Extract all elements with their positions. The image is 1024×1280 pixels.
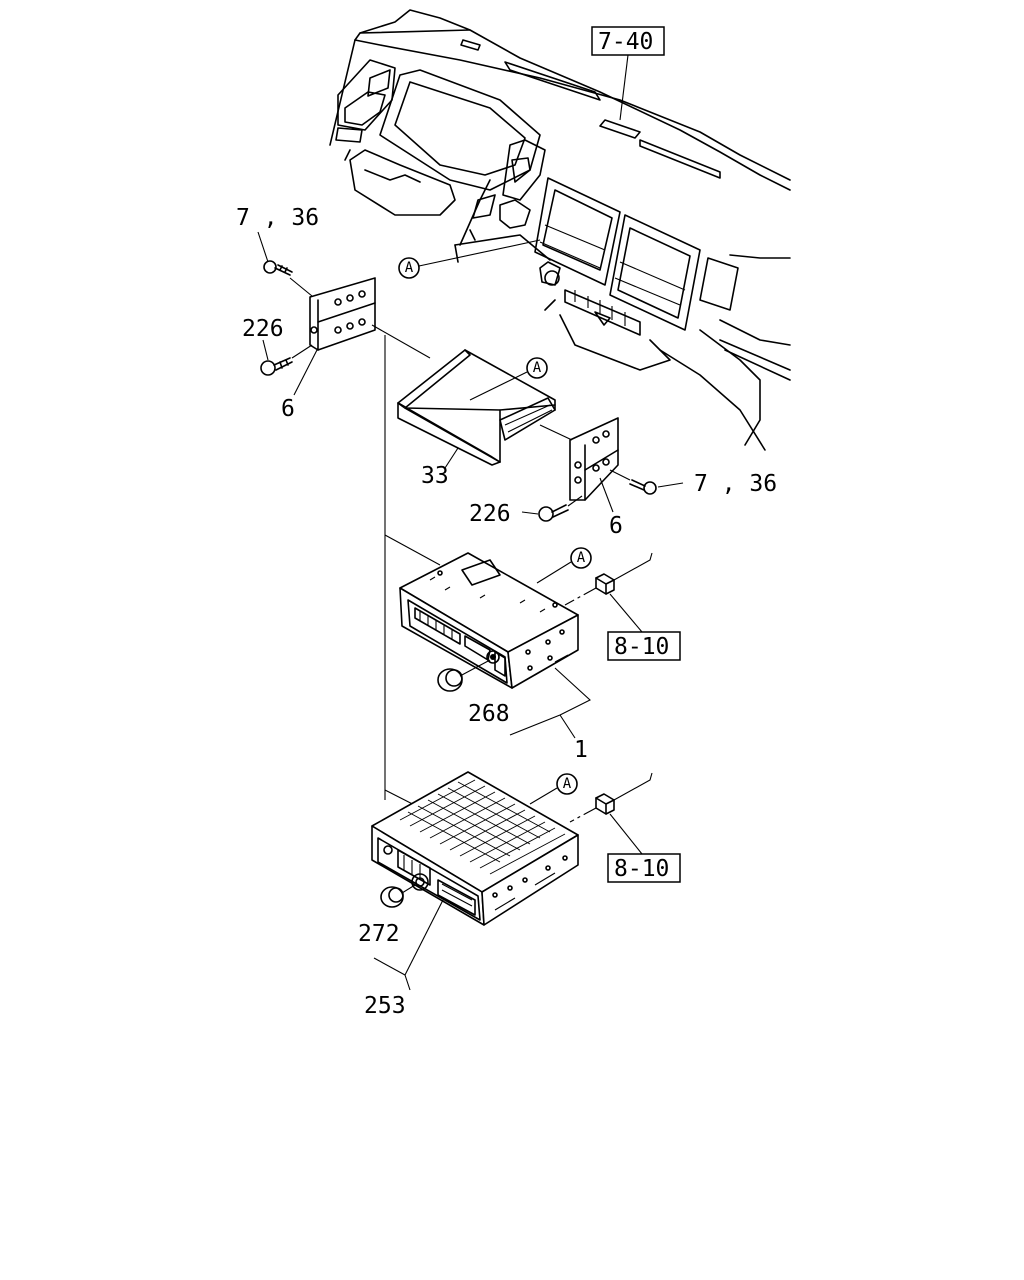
callout-1: 1: [574, 737, 588, 763]
cd-unit: [371, 771, 579, 926]
svg-text:A: A: [533, 360, 542, 376]
circle-a-radio: A: [570, 547, 592, 569]
dash-radio-connector: [564, 587, 597, 606]
leader-253-right: [404, 899, 444, 976]
knob-272: [380, 886, 404, 908]
screw-7-36-right: [629, 479, 657, 495]
leader-screw-right: [657, 482, 684, 488]
svg-text:A: A: [577, 550, 586, 566]
leader-bolt-right-bracket: [567, 495, 583, 507]
ref-box-8-10-top: [607, 631, 681, 661]
ref-box-7-40: [591, 26, 665, 56]
leader-8-10-bottom: [609, 813, 643, 855]
bolt-226-left: [260, 357, 293, 376]
leader-a-trim: [469, 371, 528, 401]
svg-text:A: A: [405, 260, 414, 276]
circle-a-dash: A: [398, 257, 420, 279]
circle-a-cd: A: [556, 773, 578, 795]
circle-a-trim: A: [526, 357, 548, 379]
callout-7-36-left: 7 , 36: [236, 205, 319, 231]
leader-knob-272-axis: [401, 884, 416, 894]
callout-272: 272: [358, 921, 400, 947]
callout-226-left: 226: [242, 316, 284, 342]
connector-radio: [595, 552, 653, 595]
knob-268: [437, 668, 463, 692]
leader-a-radio: [536, 561, 572, 584]
callout-253: 253: [364, 993, 406, 1019]
guide-trim-bracket-right: [539, 424, 573, 441]
ref-box-8-10-bottom: [607, 853, 681, 883]
trim-panel-33: [397, 349, 556, 466]
callout-8-10-top: 8-10: [614, 634, 669, 660]
leader-bracket-left: [293, 347, 319, 396]
leader-screw-left: [257, 231, 269, 263]
callout-268: 268: [468, 701, 510, 727]
callout-33: 33: [421, 463, 449, 489]
bolt-226-right: [538, 504, 569, 522]
instrument-panel: [329, 9, 791, 451]
leader-knob-268-axis: [459, 659, 491, 677]
leader-bolt-left: [262, 339, 269, 361]
leader-screw-bracket: [289, 277, 313, 297]
leader-a-cd: [529, 787, 558, 805]
screw-7-36-left: [263, 260, 293, 276]
radio-unit: [399, 552, 579, 689]
callout-7-40: 7-40: [598, 29, 653, 55]
connector-cd: [595, 772, 653, 815]
leader-1-stem: [559, 714, 576, 739]
callout-226-right: 226: [469, 501, 511, 527]
svg-text:A: A: [563, 776, 572, 792]
leader-a-dash: [418, 239, 541, 267]
leader-1-right: [554, 667, 591, 716]
leader-8-10-top: [609, 593, 643, 633]
callout-6-left: 6: [281, 396, 295, 422]
callout-8-10-bottom: 8-10: [614, 856, 669, 882]
leader-trim-33: [444, 447, 459, 469]
dash-cd-connector: [569, 807, 597, 823]
leader-screw-right-bracket: [609, 469, 631, 481]
leader-253-left: [373, 957, 406, 976]
callout-6-right: 6: [609, 513, 623, 539]
guide-line-bracket-to-trim: [371, 324, 431, 359]
bracket-right: [569, 417, 619, 501]
guide-radio: [384, 534, 441, 566]
leader-bolt-right: [521, 511, 539, 515]
leader-bracket-right: [599, 477, 614, 513]
bracket-left: [309, 277, 376, 351]
callout-7-36-right: 7 , 36: [694, 471, 777, 497]
leader-253-stem: [404, 974, 411, 991]
leader-bolt-bracket: [291, 344, 313, 359]
leader-7-40: [619, 54, 629, 121]
leader-1-left: [509, 714, 561, 736]
